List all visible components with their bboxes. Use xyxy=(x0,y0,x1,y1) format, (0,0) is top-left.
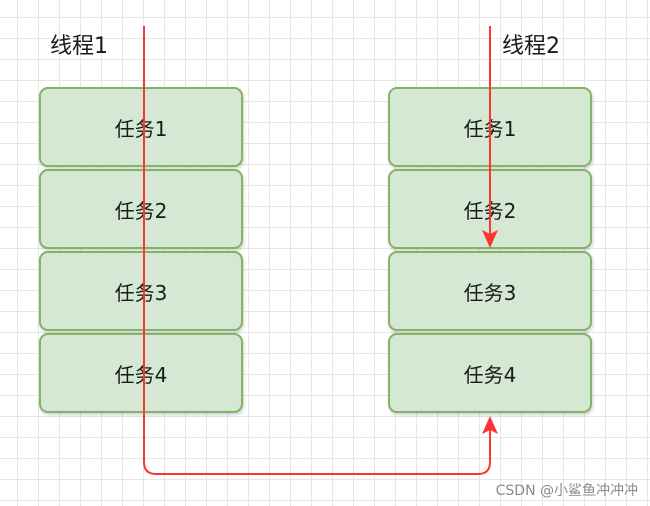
task-label: 任务1 xyxy=(463,116,517,141)
watermark: CSDN @小鲨鱼冲冲冲 xyxy=(495,483,638,499)
task-label: 任务3 xyxy=(114,280,168,305)
thread2-task-1: 任务1 xyxy=(388,87,592,167)
task-label: 任务2 xyxy=(114,198,168,223)
task-label: 任务4 xyxy=(463,362,517,387)
task-label: 任务2 xyxy=(463,198,517,223)
thread1-task-2: 任务2 xyxy=(39,169,243,249)
thread1-arrowhead xyxy=(482,416,498,434)
thread1-task-3: 任务3 xyxy=(39,251,243,331)
thread1-task-4: 任务4 xyxy=(39,333,243,413)
thread2-task-2: 任务2 xyxy=(388,169,592,249)
task-label: 任务3 xyxy=(463,280,517,305)
thread2-task-3: 任务3 xyxy=(388,251,592,331)
thread1-task-1: 任务1 xyxy=(39,87,243,167)
task-label: 任务4 xyxy=(114,362,168,387)
thread2-task-4: 任务4 xyxy=(388,333,592,413)
thread2-title: 线程2 xyxy=(502,34,560,59)
task-label: 任务1 xyxy=(114,116,168,141)
thread1-title: 线程1 xyxy=(50,34,108,59)
